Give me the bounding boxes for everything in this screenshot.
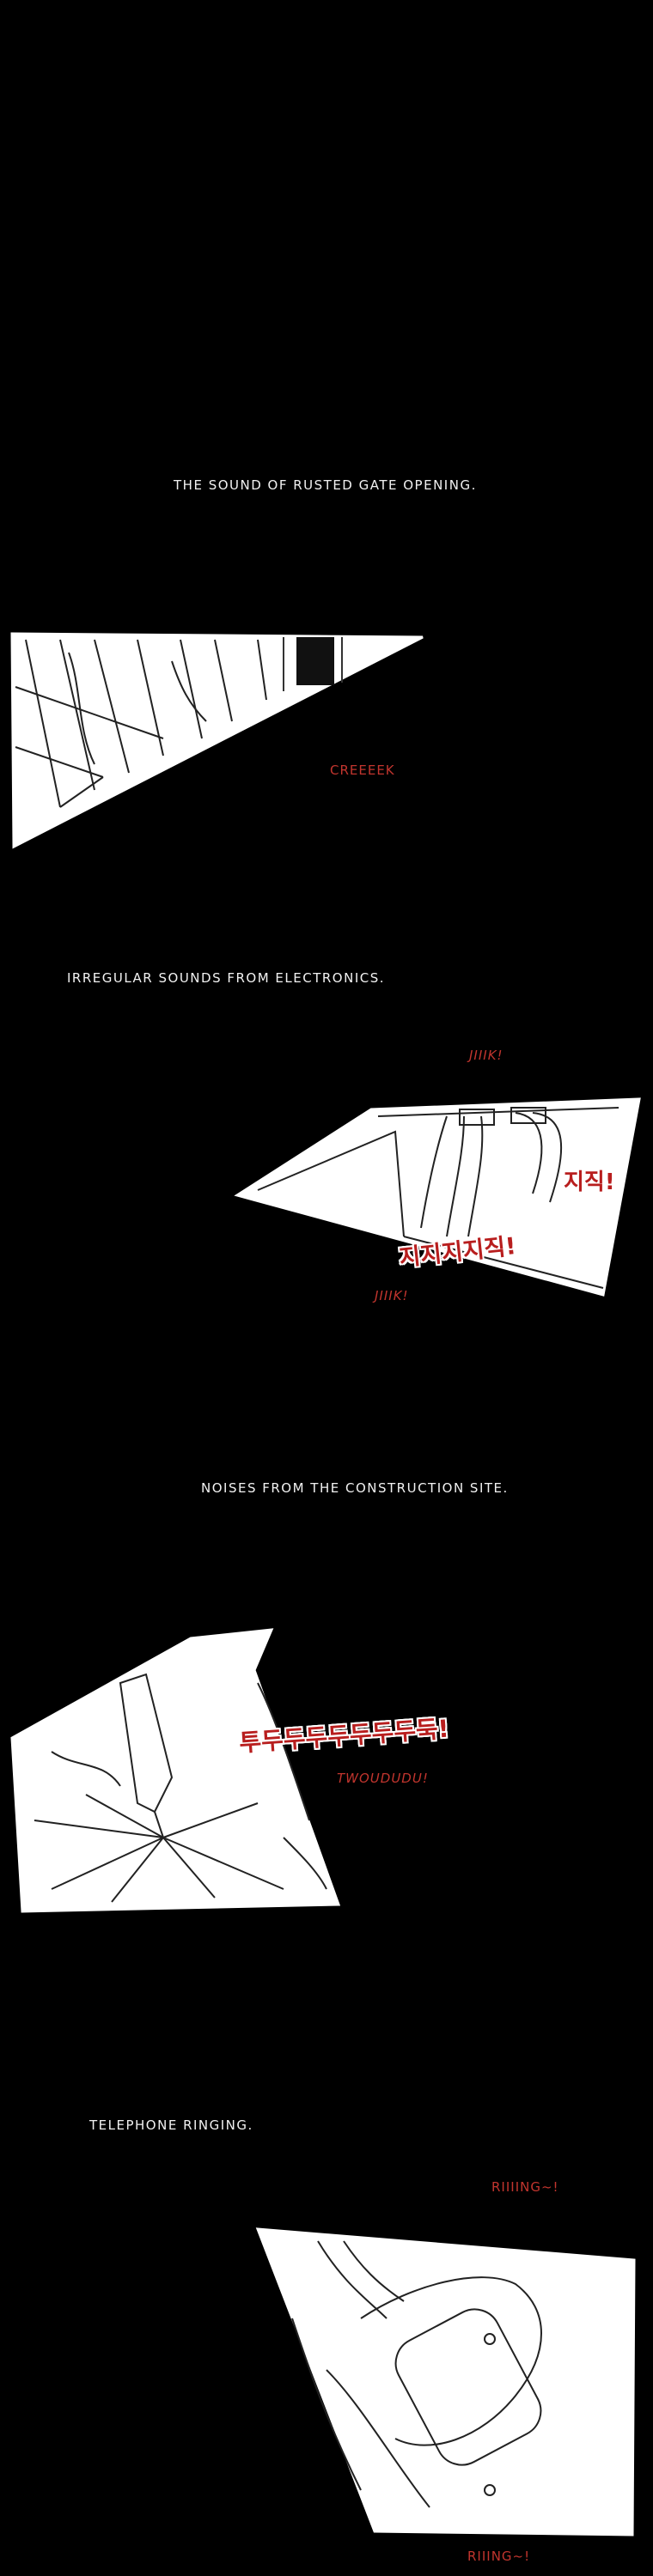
sfx-creeeek: CREEEEK [330, 762, 395, 778]
sfx-jijik-korean: 지직! [564, 1170, 615, 1195]
caption-telephone: Telephone ringing. [89, 2117, 253, 2133]
sfx-jiiik-top: JIIIK! [469, 1048, 503, 1063]
sfx-twoududu: TWOUDUDU! [337, 1771, 429, 1786]
caption-electronics: Irregular sounds from electronics. [67, 970, 386, 986]
sfx-jiiik-bottom: JIIIK! [375, 1288, 409, 1303]
sfx-riiing: RIIING~! [467, 2549, 531, 2564]
caption-construction: Noises from the construction site. [201, 1480, 509, 1496]
caption-gate: The sound of rusted gate opening. [174, 477, 477, 493]
sfx-riiiing: RIIIING~! [491, 2179, 559, 2195]
